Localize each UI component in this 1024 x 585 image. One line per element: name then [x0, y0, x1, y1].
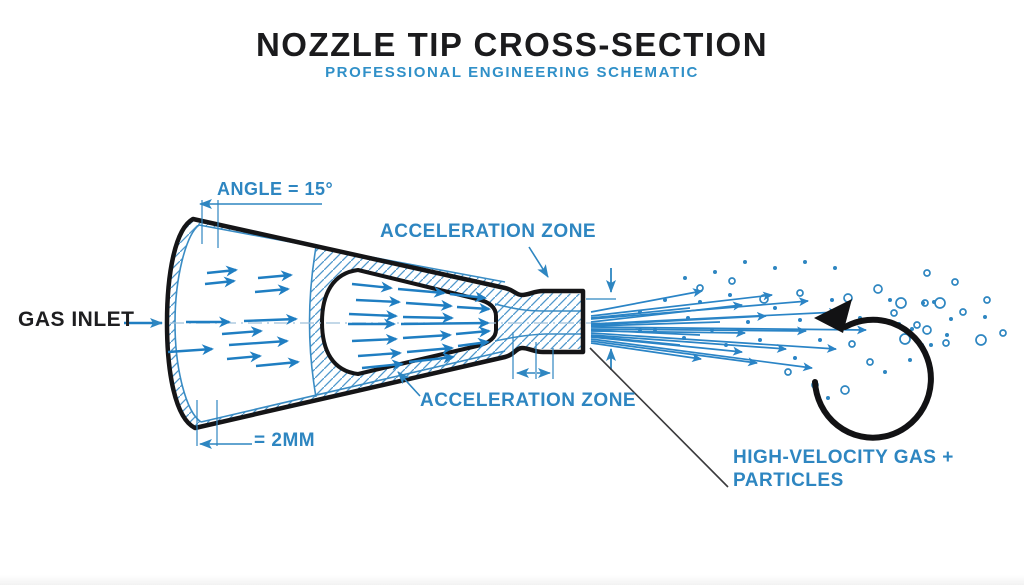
leader-acceleration-bottom	[397, 371, 421, 397]
acceleration-zone-label-bottom: ACCELERATION ZONE	[420, 390, 637, 411]
throat-diameter-label: = 2MM	[254, 430, 316, 451]
throat-2mm-dimension	[196, 400, 252, 449]
gas-inlet-label: GAS INLET	[18, 308, 135, 331]
jet-particles	[638, 293, 834, 360]
leader-high-velocity	[589, 347, 729, 488]
high-velocity-label: HIGH-VELOCITY GAS + PARTICLES	[733, 446, 973, 492]
flow-arrows-bell	[167, 265, 300, 369]
throat-channel-lines	[494, 303, 583, 342]
flow-arrows-cavity	[348, 281, 491, 371]
acceleration-zone-label-top: ACCELERATION ZONE	[380, 221, 597, 242]
swirl-arrow	[812, 299, 934, 441]
page-bottom-shade	[0, 575, 1024, 585]
leader-acceleration-top	[528, 246, 549, 278]
page-subtitle: PROFESSIONAL ENGINEERING SCHEMATIC	[325, 64, 699, 81]
exit-diameter-dimension	[586, 268, 616, 370]
spray-jet-arrows	[590, 288, 867, 372]
high-velocity-line2: PARTICLES	[733, 470, 844, 491]
high-velocity-line1: HIGH-VELOCITY GAS +	[733, 447, 954, 468]
nozzle-outline	[164, 216, 586, 431]
particle-bubbles	[696, 269, 1007, 395]
throat-width-dimension	[512, 332, 554, 379]
angle-dimension	[199, 199, 322, 248]
page-title: NOZZLE TIP CROSS-SECTION	[255, 26, 769, 63]
angle-label: ANGLE = 15°	[217, 179, 334, 199]
